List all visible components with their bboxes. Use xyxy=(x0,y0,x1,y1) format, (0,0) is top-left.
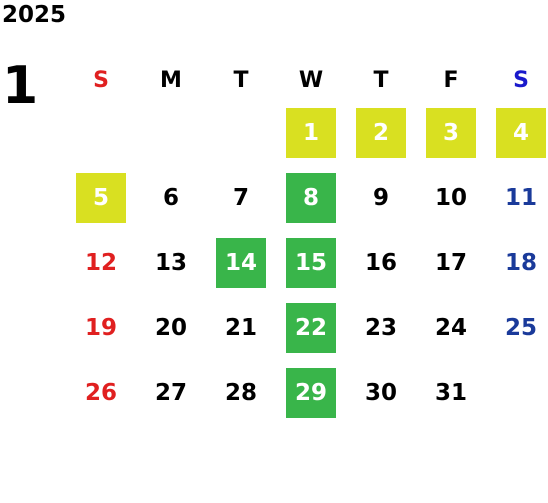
weekday-header: S xyxy=(513,67,529,93)
highlighted-date: 4 xyxy=(496,107,546,158)
day-cell[interactable]: 31 xyxy=(416,360,486,425)
day-cell xyxy=(486,360,548,425)
date-number: 23 xyxy=(364,314,397,341)
date-number: 13 xyxy=(154,249,187,276)
date-number: 17 xyxy=(434,249,467,276)
date-number: 26 xyxy=(84,379,117,406)
day-cell[interactable]: 11 xyxy=(486,165,548,230)
highlighted-date: 5 xyxy=(76,172,126,223)
date-number: 11 xyxy=(504,184,537,211)
date-number: 16 xyxy=(364,249,397,276)
weekday-header: T xyxy=(233,67,249,93)
day-cell[interactable]: 16 xyxy=(346,230,416,295)
day-cell[interactable]: 2 xyxy=(346,100,416,165)
day-cell xyxy=(136,100,206,165)
day-cell[interactable]: 14 xyxy=(206,230,276,295)
highlighted-date: 22 xyxy=(286,302,336,353)
day-cell[interactable]: 24 xyxy=(416,295,486,360)
date-number: 9 xyxy=(372,184,389,211)
day-cell[interactable]: 29 xyxy=(276,360,346,425)
weekday-header: M xyxy=(160,67,182,93)
month-number: 1 xyxy=(2,56,39,116)
date-number: 19 xyxy=(84,314,117,341)
day-cell[interactable]: 18 xyxy=(486,230,548,295)
day-cell[interactable]: 9 xyxy=(346,165,416,230)
highlighted-date: 29 xyxy=(286,367,336,418)
weekday-header: F xyxy=(443,67,459,93)
date-number: 12 xyxy=(84,249,117,276)
day-cell[interactable]: 30 xyxy=(346,360,416,425)
day-cell[interactable]: 10 xyxy=(416,165,486,230)
day-cell[interactable]: 7 xyxy=(206,165,276,230)
date-number: 10 xyxy=(434,184,467,211)
date-number: 24 xyxy=(434,314,467,341)
date-number: 31 xyxy=(434,379,467,406)
highlighted-date: 2 xyxy=(356,107,406,158)
weekday-header: W xyxy=(298,67,324,93)
day-cell[interactable]: 19 xyxy=(66,295,136,360)
day-cell[interactable]: 27 xyxy=(136,360,206,425)
day-cell[interactable]: 17 xyxy=(416,230,486,295)
date-number: 7 xyxy=(232,184,249,211)
day-cell[interactable]: 21 xyxy=(206,295,276,360)
day-cell[interactable]: 22 xyxy=(276,295,346,360)
day-cell[interactable]: 6 xyxy=(136,165,206,230)
day-cell[interactable]: 1 xyxy=(276,100,346,165)
day-cell[interactable]: 4 xyxy=(486,100,548,165)
date-number: 25 xyxy=(504,314,537,341)
day-cell[interactable]: 23 xyxy=(346,295,416,360)
day-cell[interactable]: 13 xyxy=(136,230,206,295)
date-number: 18 xyxy=(504,249,537,276)
date-number: 6 xyxy=(162,184,179,211)
day-cell[interactable]: 20 xyxy=(136,295,206,360)
day-cell[interactable]: 25 xyxy=(486,295,548,360)
highlighted-date: 14 xyxy=(216,237,266,288)
highlighted-date: 8 xyxy=(286,172,336,223)
weekday-header: T xyxy=(373,67,389,93)
year-label: 2025 xyxy=(2,2,67,28)
date-number: 21 xyxy=(224,314,257,341)
highlighted-date: 1 xyxy=(286,107,336,158)
date-number: 27 xyxy=(154,379,187,406)
date-number: 28 xyxy=(224,379,257,406)
day-cell xyxy=(66,100,136,165)
highlighted-date: 3 xyxy=(426,107,476,158)
day-cell[interactable]: 8 xyxy=(276,165,346,230)
date-number: 20 xyxy=(154,314,187,341)
day-cell[interactable]: 26 xyxy=(66,360,136,425)
day-cell[interactable]: 12 xyxy=(66,230,136,295)
day-cell[interactable]: 3 xyxy=(416,100,486,165)
weekday-header: S xyxy=(93,67,109,93)
day-cell[interactable]: 15 xyxy=(276,230,346,295)
day-cell[interactable]: 28 xyxy=(206,360,276,425)
day-cell[interactable]: 5 xyxy=(66,165,136,230)
day-cell xyxy=(206,100,276,165)
highlighted-date: 15 xyxy=(286,237,336,288)
date-number: 30 xyxy=(364,379,397,406)
